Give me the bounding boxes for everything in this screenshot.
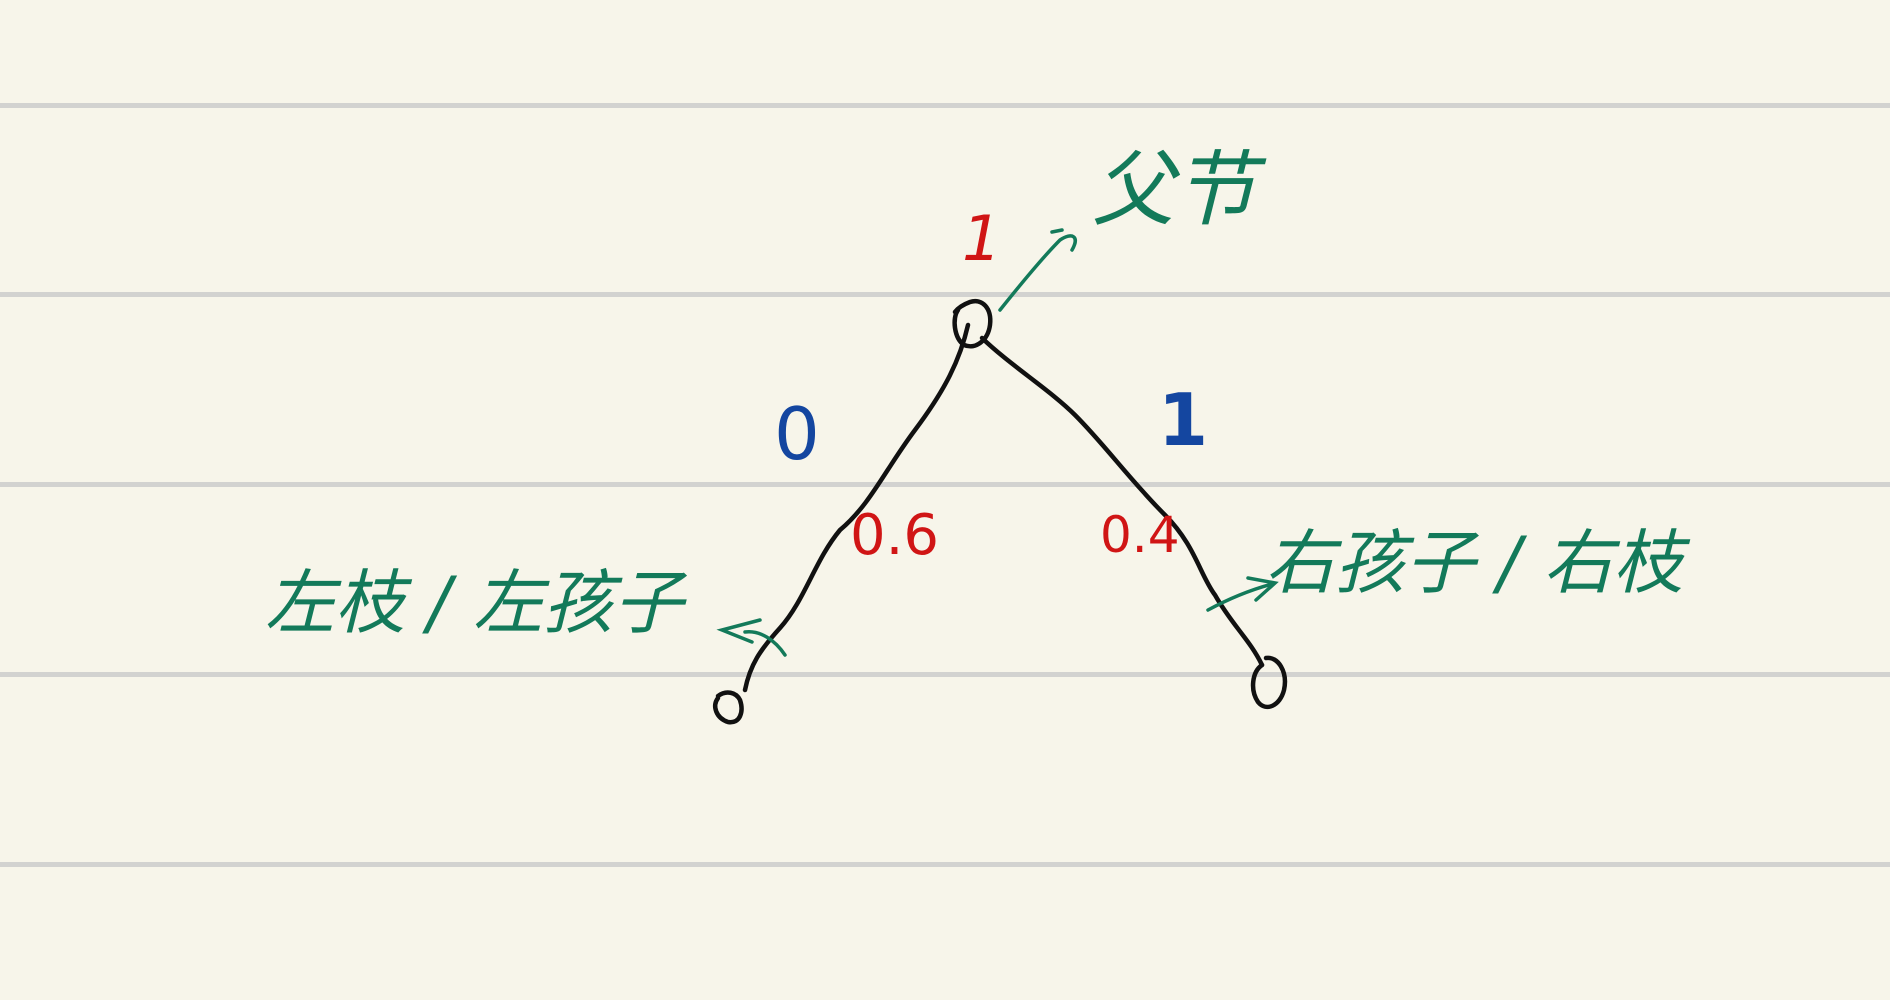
left-branch-bit-label: 0 bbox=[774, 392, 820, 476]
right-leaf-annotation-label: 右孩子 / 右枝 bbox=[1265, 522, 1684, 604]
ruled-line bbox=[0, 862, 1890, 867]
ruled-line bbox=[0, 292, 1890, 297]
right-edge bbox=[979, 335, 1265, 668]
right-annotation-arrow bbox=[1206, 576, 1279, 612]
ruled-line bbox=[0, 672, 1890, 677]
root-probability-label: 1 bbox=[962, 202, 1002, 275]
ruled-line bbox=[0, 482, 1890, 487]
left-leaf-node bbox=[713, 690, 744, 725]
right-branch-probability-label: 0.4 bbox=[1100, 506, 1180, 564]
left-leaf-annotation-label: 左枝 / 左孩子 bbox=[265, 562, 684, 644]
left-branch-probability-label: 0.6 bbox=[850, 503, 940, 568]
left-annotation-arrow bbox=[716, 618, 787, 657]
root-node bbox=[952, 298, 993, 349]
root-annotation-arrow bbox=[998, 228, 1077, 312]
root-annotation-label: 父节 bbox=[1092, 143, 1256, 238]
ruled-line bbox=[0, 103, 1890, 108]
right-branch-bit-label: 1 bbox=[1158, 378, 1209, 462]
right-leaf-node bbox=[1250, 655, 1288, 710]
